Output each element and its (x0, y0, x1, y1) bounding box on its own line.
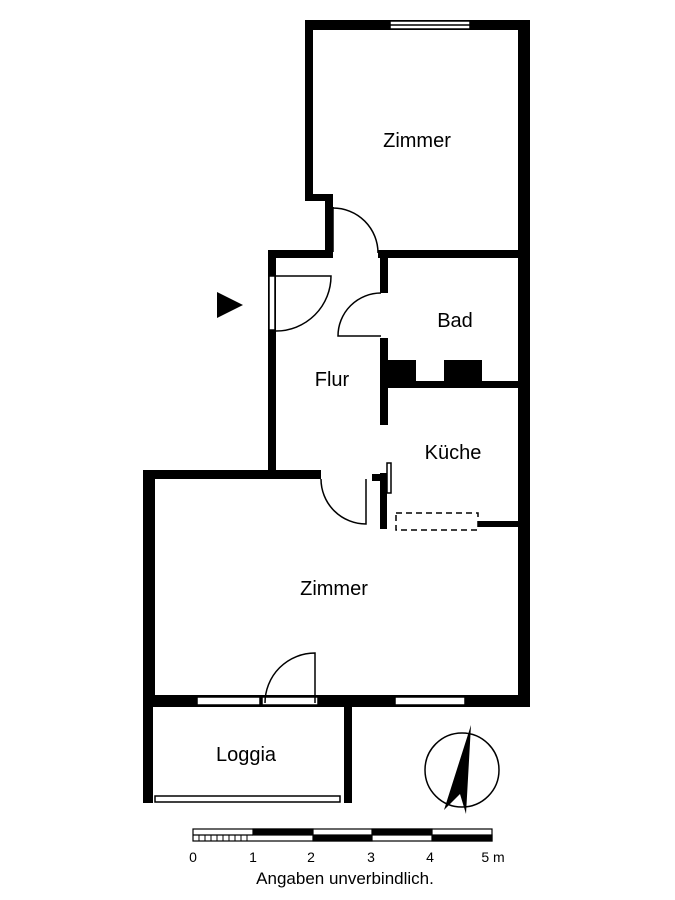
door-main-room[interactable] (320, 478, 367, 525)
windows (154, 20, 479, 803)
scale-tick: 1 (249, 849, 257, 865)
kitchen-door-slider (386, 462, 392, 494)
door-top-room[interactable] (332, 207, 379, 254)
scale-tick: 5 m (481, 849, 504, 865)
loggia-railing (154, 795, 341, 803)
scale-bar (192, 828, 493, 842)
scale-ticks: 0 1 2 3 4 5 m (189, 849, 505, 865)
walls (143, 20, 530, 803)
kitchen-counter (395, 512, 479, 531)
entrance-door-frame (268, 275, 276, 331)
room-label-zimmer-main: Zimmer (300, 578, 368, 600)
door-swings (264, 207, 382, 704)
room-label-zimmer-top: Zimmer (383, 130, 451, 152)
room-label-flur: Flur (315, 369, 350, 391)
room-label-kueche: Küche (425, 442, 482, 464)
entrance-arrow-icon (217, 292, 243, 318)
scale-tick: 0 (189, 849, 197, 865)
room-label-bad: Bad (437, 310, 473, 332)
north-arrow-compass-icon (424, 725, 500, 814)
door-bad[interactable] (337, 292, 382, 337)
disclaimer: Angaben unverbindlich. (256, 869, 434, 888)
window-main-right (394, 696, 466, 706)
scale-tick: 2 (307, 849, 315, 865)
window-main-left (196, 696, 261, 706)
loggia-door-frame (261, 696, 319, 706)
door-loggia[interactable] (264, 652, 316, 704)
room-label-loggia: Loggia (216, 744, 277, 766)
scale-tick: 3 (367, 849, 375, 865)
entrance-door[interactable] (275, 275, 332, 332)
scale-tick: 4 (426, 849, 434, 865)
